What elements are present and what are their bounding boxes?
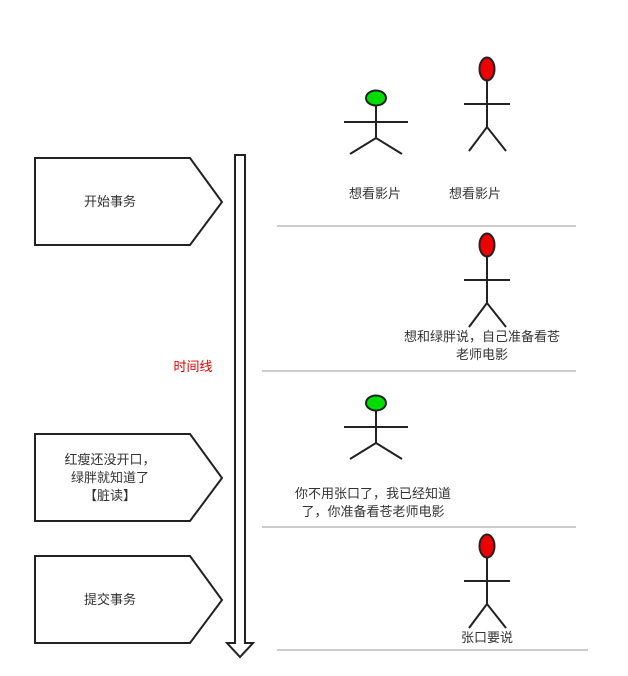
scene3-speech-line-1: 你不用张口了，我已经知道 xyxy=(294,487,451,502)
step-begin-transaction-shape xyxy=(34,157,224,246)
person-red-head-icon xyxy=(464,232,510,328)
person-green-head-icon xyxy=(344,89,408,155)
timeline-arrow xyxy=(224,154,256,659)
person-red-head-icon xyxy=(464,533,510,629)
scene4-caption: 张口要说 xyxy=(460,631,513,646)
scene3-speech-line-2: 了，你准备看苍老师电影 xyxy=(301,505,445,520)
step-dirty-read-line-3: 【脏读】 xyxy=(83,489,136,504)
step-commit-transaction-label: 提交事务 xyxy=(83,593,136,608)
step-dirty-read-line-2: 绿胖就知道了 xyxy=(70,471,149,486)
step-dirty-read-line-1: 红瘦还没开口， xyxy=(64,453,156,468)
timeline-label: 时间线 xyxy=(173,360,213,375)
scene2-speech-line-2: 老师电影 xyxy=(455,348,508,363)
scene2-speech-line-1: 想和绿胖说，自己准备看苍 xyxy=(403,330,560,345)
person-red-head-icon xyxy=(464,56,510,152)
step-dirty-read-shape xyxy=(34,433,224,522)
person-green-head-icon xyxy=(344,394,408,460)
step-commit-transaction-shape xyxy=(34,555,224,644)
scene1-red-caption: 想看影片 xyxy=(448,187,501,202)
scene1-green-caption: 想看影片 xyxy=(348,187,401,202)
step-begin-transaction-label: 开始事务 xyxy=(83,195,136,210)
